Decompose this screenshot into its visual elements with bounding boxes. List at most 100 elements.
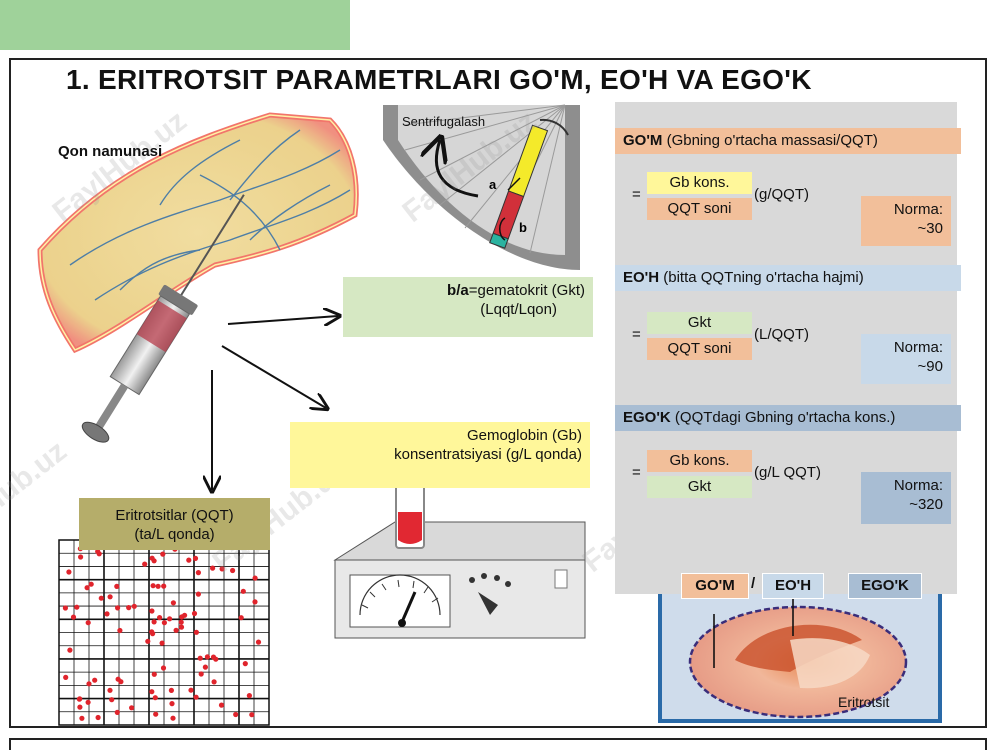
- rbc-dot: [160, 551, 166, 557]
- rbc-dot: [142, 561, 148, 567]
- hemoglobin-line2: konsentratsiyasi (g/L qonda): [394, 446, 582, 463]
- rbc-dot: [161, 620, 167, 626]
- rbc-dot: [246, 693, 252, 699]
- rbc-dot: [238, 615, 244, 621]
- syringe-illustration: [81, 194, 245, 443]
- rbc-dot: [63, 674, 69, 681]
- egok-numerator: Gb kons.: [647, 450, 752, 472]
- rbc-dot: [167, 616, 173, 622]
- gom-norma: Norma: ~30: [861, 196, 951, 246]
- rbc-dot: [252, 575, 258, 581]
- rbc-dot: [168, 687, 174, 694]
- cell-tag-egok: EGO'K: [848, 573, 922, 599]
- rbc-dot: [95, 714, 101, 721]
- rbc-dot: [85, 620, 91, 626]
- rbc-dot: [67, 647, 73, 653]
- rbc-dot: [66, 569, 72, 575]
- rbc-dot: [218, 702, 225, 708]
- gom-abbr: GO'M: [623, 132, 663, 149]
- rbc-dot: [79, 715, 85, 721]
- arrow-to-hematocrit: [227, 316, 338, 324]
- rbc-dot: [195, 570, 201, 576]
- rbc-dot: [107, 594, 113, 600]
- eoh-unit: (L/QQT): [754, 326, 809, 343]
- tube-label-b: b: [519, 220, 527, 235]
- top-accent-bar: [0, 0, 350, 50]
- rbc-dot: [114, 709, 120, 716]
- rbc-dot: [126, 605, 132, 611]
- rbc-dot: [92, 677, 98, 683]
- rbc-dot: [249, 712, 255, 718]
- tube-label-a: a: [489, 177, 497, 192]
- rbc-dot: [149, 608, 155, 614]
- rbc-dot: [151, 671, 157, 677]
- rbc-line2: (ta/L qonda): [134, 526, 215, 543]
- rbc-box: Eritrotsitlar (QQT) (ta/L qonda): [79, 498, 270, 550]
- rbc-dot: [160, 665, 167, 671]
- rbc-dot: [178, 619, 184, 625]
- rbc-dot: [149, 555, 155, 561]
- rbc-dot: [169, 701, 175, 707]
- rbc-dot: [149, 629, 155, 635]
- rbc-dot: [211, 679, 217, 685]
- gom-unit: (g/QQT): [754, 186, 809, 203]
- rbc-dot: [70, 614, 77, 620]
- rbc-dot: [198, 671, 204, 677]
- rbc-count-grid: [58, 539, 270, 726]
- rbc-dot: [115, 676, 121, 682]
- egok-header: EGO'K (QQTdagi Gbning o'rtacha kons.): [615, 405, 961, 431]
- egok-norma-value: ~320: [909, 496, 943, 513]
- rbc-dot: [195, 591, 201, 597]
- eoh-numerator: Gkt: [647, 312, 752, 334]
- rbc-dot: [182, 612, 188, 618]
- rbc-dot: [197, 655, 203, 661]
- egok-desc: (QQTdagi Gbning o'rtacha kons.): [674, 409, 896, 426]
- rbc-dot: [152, 695, 158, 701]
- rbc-dot: [191, 610, 198, 617]
- rbc-dot: [170, 600, 176, 606]
- rbc-dot: [193, 629, 199, 635]
- rbc-dot: [85, 699, 91, 705]
- rbc-dot: [204, 654, 210, 660]
- gom-norma-value: ~30: [917, 220, 943, 237]
- egok-equals: =: [632, 464, 641, 481]
- rbc-dot: [157, 615, 163, 621]
- rbc-dot: [210, 654, 217, 660]
- rbc-dot: [149, 689, 155, 695]
- egok-denominator: Gkt: [647, 476, 752, 498]
- eoh-header: EO'H (bitta QQTning o'rtacha hajmi): [615, 265, 961, 291]
- rbc-dot: [131, 603, 137, 609]
- centrifuge-illustration: [383, 104, 580, 270]
- cell-tag-slash: /: [751, 575, 756, 592]
- rbc-line1: Eritrotsitlar (QQT): [115, 507, 234, 524]
- rbc-dot: [192, 555, 199, 562]
- gom-numerator: Gb kons.: [647, 172, 752, 194]
- cell-tag-gom: GO'M: [681, 573, 749, 599]
- rbc-dot: [173, 627, 179, 633]
- hematocrit-ratio: b/a: [447, 282, 469, 299]
- rbc-dot: [77, 704, 83, 710]
- bottom-frame-edge: [9, 738, 987, 750]
- hematocrit-text: =gematokrit (Gkt): [468, 282, 585, 299]
- rbc-dot: [153, 711, 159, 717]
- rbc-dot: [107, 687, 113, 693]
- rbc-dot: [219, 566, 225, 572]
- centrifuge-label: Sentrifugalash: [402, 114, 486, 129]
- slide-title: 1. ERITROTSIT PARAMETRLARI GO'M, EO'H VA…: [66, 64, 812, 95]
- rbc-dot: [159, 640, 165, 646]
- rbc-dot: [98, 595, 104, 601]
- rbc-dot: [150, 583, 156, 589]
- hemoglobin-analyzer-illustration: [333, 466, 586, 639]
- rbc-dot: [155, 583, 161, 589]
- rbc-dot: [161, 583, 167, 589]
- rbc-dot: [145, 638, 151, 644]
- arm-illustration: [37, 112, 359, 354]
- rbc-dot: [129, 705, 135, 711]
- rbc-dot: [84, 585, 90, 591]
- rbc-dot: [86, 681, 92, 687]
- erythrocyte-label: Eritrotsit: [838, 694, 890, 710]
- rbc-dot: [62, 605, 68, 611]
- rbc-dot: [76, 696, 82, 702]
- rbc-dot: [252, 599, 258, 605]
- arrow-to-hemoglobin: [221, 345, 326, 408]
